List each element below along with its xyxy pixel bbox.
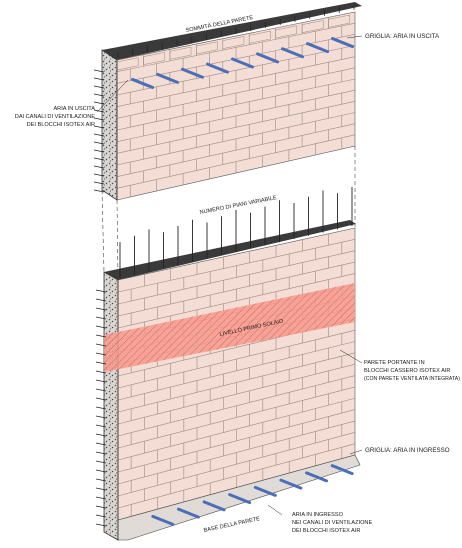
side-tie (93, 109, 105, 113)
continuation-dashed-lines (101, 146, 356, 281)
side-rebars (93, 69, 107, 527)
vertical-rebars (117, 4, 355, 278)
lower-wall-top-face (104, 220, 356, 280)
side-tie (93, 165, 105, 169)
side-tie (93, 125, 105, 129)
vent-bar (279, 478, 303, 490)
vent-bar (176, 507, 200, 519)
label-parete-portante-2: BLOCCHI CASSERO ISOTEX AIR (364, 368, 450, 374)
side-tie (95, 451, 107, 455)
side-tie (95, 325, 107, 329)
lower-wall-segment (103, 220, 361, 541)
side-tie (95, 514, 107, 518)
vent-bar (156, 72, 179, 84)
side-tie (95, 460, 107, 464)
side-tie (95, 505, 107, 509)
vent-bar (151, 514, 175, 526)
label-aria-uscita-3: DEI BLOCCHI ISOTEX AIR (27, 122, 95, 128)
label-leaders (96, 35, 363, 516)
lower-vent-grille-bars (151, 464, 354, 526)
vent-bar (330, 464, 354, 476)
vent-bar (306, 42, 329, 54)
label-base: BASE DELLA PARETE (203, 516, 261, 534)
side-tie (95, 487, 107, 491)
upper-wall-top-face (102, 2, 362, 60)
side-tie (93, 85, 105, 89)
side-tie (93, 141, 105, 145)
side-tie (93, 69, 105, 73)
vent-bar (131, 77, 154, 89)
side-tie (93, 173, 105, 177)
side-tie (95, 433, 107, 437)
vent-bar (228, 493, 252, 505)
vent-bar (331, 37, 354, 49)
block-cavity (328, 14, 350, 28)
upper-wall-segment (101, 2, 362, 201)
lower-wall-block-courses (117, 233, 356, 517)
label-griglia-ingresso: GRIGLIA: ARIA IN INGRESSO (365, 447, 450, 454)
side-tie (95, 388, 107, 392)
side-tie (93, 133, 105, 137)
label-aria-uscita-1: ARIA IN USCITA (53, 106, 95, 112)
block-cavity (222, 36, 245, 49)
side-tie (95, 379, 107, 383)
vent-bar (202, 500, 226, 512)
side-tie (93, 117, 105, 121)
vent-bar (305, 471, 329, 483)
vent-bar (256, 52, 279, 64)
side-tie (93, 157, 105, 161)
label-parete-portante-3: (CON PARETE VENTILATA INTEGRATA) (364, 376, 460, 382)
side-tie (95, 289, 107, 293)
side-tie (95, 298, 107, 302)
side-tie (93, 101, 105, 105)
upper-wall-side-face (101, 49, 118, 201)
side-tie (95, 307, 107, 311)
side-tie (95, 334, 107, 338)
block-cavity (248, 30, 271, 44)
side-tie (95, 415, 107, 419)
vent-bar (253, 485, 277, 497)
side-tie (95, 478, 107, 482)
label-aria-ingresso-3: DEI BLOCCHI ISOTEX AIR (292, 528, 360, 534)
side-tie (95, 361, 107, 365)
block-cavity (196, 41, 218, 55)
side-tie (95, 316, 107, 320)
side-tie (93, 149, 105, 153)
vent-bar (281, 47, 304, 59)
upper-wall-cavity-top (116, 14, 350, 71)
vent-bar (206, 62, 229, 74)
side-tie (95, 442, 107, 446)
side-tie (93, 181, 105, 185)
block-cavity (301, 20, 324, 33)
label-parete-portante-1: PARETE PORTANTE IN (364, 360, 425, 366)
side-tie (95, 370, 107, 374)
block-cavity (169, 46, 192, 60)
label-aria-uscita-2: DAI CANALI DI VENTILAZIONE (15, 114, 95, 120)
side-tie (93, 93, 105, 97)
block-cavity (275, 25, 298, 39)
vent-bar (181, 67, 204, 79)
upper-vent-grille-bars (131, 37, 354, 89)
side-tie (95, 469, 107, 473)
vent-bar (231, 57, 254, 69)
side-tie (95, 523, 107, 527)
label-aria-ingresso-1: ARIA IN INGRESSO (292, 512, 344, 518)
side-tie (95, 397, 107, 401)
first-floor-slab-band (104, 283, 355, 372)
side-tie (95, 496, 107, 500)
side-tie (95, 424, 107, 428)
block-cavity (143, 52, 165, 65)
side-tie (95, 352, 107, 356)
side-tie (93, 77, 105, 81)
label-griglia-uscita: GRIGLIA: ARIA IN USCITA (365, 33, 440, 40)
side-tie (95, 343, 107, 347)
label-aria-ingresso-2: NEI CANALI DI VENTILAZIONE (292, 520, 372, 526)
side-tie (95, 406, 107, 410)
lower-wall-side-face (103, 271, 119, 541)
label-numero-piani: NUMERO DI PIANI VARIABILE (199, 195, 277, 216)
